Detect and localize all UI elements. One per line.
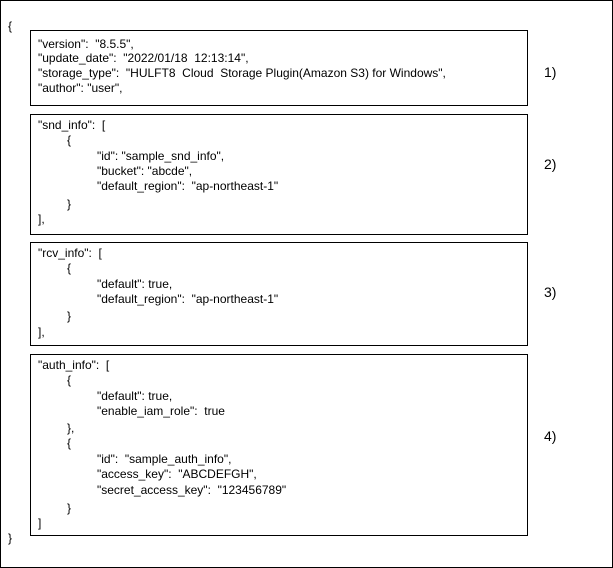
auth-id-line: "id": "sample_auth_info", <box>97 452 232 466</box>
section-marker-2: 2) <box>544 156 557 172</box>
storage-type-line: "storage_type": "HULFT8 Cloud Storage Pl… <box>38 66 446 80</box>
auth-enable-iam-role-line: "enable_iam_role": true <box>97 404 225 418</box>
snd-default-region-line: "default_region": "ap-northeast-1" <box>97 179 279 193</box>
section-marker-4: 4) <box>544 428 557 444</box>
section-marker-3: 3) <box>544 284 557 300</box>
auth-access-key-line: "access_key": "ABCDEFGH", <box>97 467 257 481</box>
section-marker-1: 1) <box>544 64 557 80</box>
rcv-info-close-object: } <box>67 309 72 323</box>
snd-info-open-object: { <box>67 133 72 147</box>
auth-info-close-object-2: } <box>67 501 72 515</box>
section-version-info: "version": "8.5.5", "update_date": "2022… <box>30 30 528 106</box>
section-snd-info: "snd_info": [ { "id": "sample_snd_info",… <box>30 114 528 235</box>
snd-info-close-object: } <box>67 197 72 211</box>
snd-bucket-line: "bucket": "abcde", <box>97 164 193 178</box>
rcv-default-region-line: "default_region": "ap-northeast-1" <box>97 292 279 306</box>
rcv-info-close-array: ], <box>38 325 45 339</box>
author-line: "author": "user", <box>38 81 123 95</box>
update-date-line: "update_date": "2022/01/18 12:13:14", <box>38 51 249 65</box>
close-brace: } <box>8 531 13 545</box>
rcv-default-line: "default": true, <box>97 277 173 291</box>
auth-info-key-line: "auth_info": [ <box>38 358 110 372</box>
auth-info-close-object-1: }, <box>67 421 75 435</box>
snd-info-close-array: ], <box>38 212 45 226</box>
rcv-info-key-line: "rcv_info": [ <box>38 246 102 260</box>
auth-info-open-object-1: { <box>67 373 72 387</box>
version-line: "version": "8.5.5", <box>38 37 134 51</box>
auth-info-open-object-2: { <box>67 436 72 450</box>
auth-info-close-array: ] <box>38 516 42 530</box>
section-auth-info: "auth_info": [ { "default": true, "enabl… <box>30 354 528 536</box>
section-rcv-info: "rcv_info": [ { "default": true, "defaul… <box>30 242 528 346</box>
snd-id-line: "id": "sample_snd_info", <box>97 149 225 163</box>
open-brace: { <box>8 19 13 33</box>
rcv-info-open-object: { <box>67 261 72 275</box>
auth-default-line: "default": true, <box>97 389 173 403</box>
auth-secret-access-key-line: "secret_access_key": "123456789" <box>97 483 287 497</box>
snd-info-key-line: "snd_info": [ <box>38 118 106 132</box>
